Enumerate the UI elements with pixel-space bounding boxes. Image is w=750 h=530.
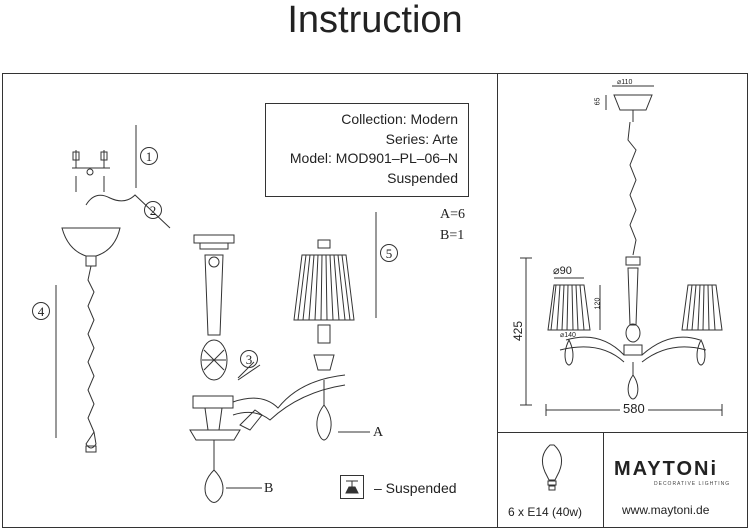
assembled-lamp-drawing: [520, 85, 723, 416]
dim-width: 580: [620, 401, 648, 416]
dim-shade-h: 120: [594, 297, 602, 310]
type-text: Suspended: [387, 169, 458, 186]
lightbulb-icon: [541, 444, 563, 491]
suspended-legend-box: [340, 475, 364, 499]
dim-shade-dia: ⌀90: [553, 265, 572, 277]
product-info-box: Collection: Modern Series: Arte Model: M…: [265, 103, 469, 197]
count-a: A=6: [440, 207, 466, 222]
brand-tagline: DECORATIVE LIGHTING: [654, 481, 731, 487]
part-a-label: A: [373, 425, 384, 440]
vertical-divider: [497, 73, 498, 528]
series-text: Series: Arte: [385, 130, 458, 147]
step-4-marker: 4: [32, 302, 50, 320]
collection-text: Collection: Modern: [341, 111, 458, 127]
brand-logo: MAYTONi: [614, 458, 719, 480]
instruction-frame: [2, 73, 748, 528]
footer-divider: [603, 432, 604, 528]
dim-canopy-dia: ⌀110: [617, 79, 633, 86]
count-b: B=1: [440, 228, 465, 243]
dim-shade-bottom: ⌀140: [560, 332, 576, 339]
dim-total-h: 425: [511, 320, 526, 342]
chain-icon: [85, 265, 97, 453]
step-3-marker: 3: [240, 350, 258, 368]
step-5-marker: 5: [380, 244, 398, 262]
part-b-label: B: [264, 481, 274, 496]
screws-icon: [72, 150, 110, 192]
dim-canopy-h: 65: [594, 97, 602, 106]
bulb-spec: 6 x E14 (40w): [508, 505, 583, 519]
suspended-icon: [345, 480, 359, 494]
brand-url: www.maytoni.de: [622, 503, 710, 517]
page-title: Instruction: [287, 0, 463, 41]
horizontal-divider: [497, 432, 748, 433]
step-2-marker: 2: [144, 201, 162, 219]
suspended-legend-text: – Suspended: [374, 480, 457, 496]
model-text: Model: MOD901–PL–06–N: [289, 150, 458, 166]
step-1-marker: 1: [140, 147, 158, 165]
